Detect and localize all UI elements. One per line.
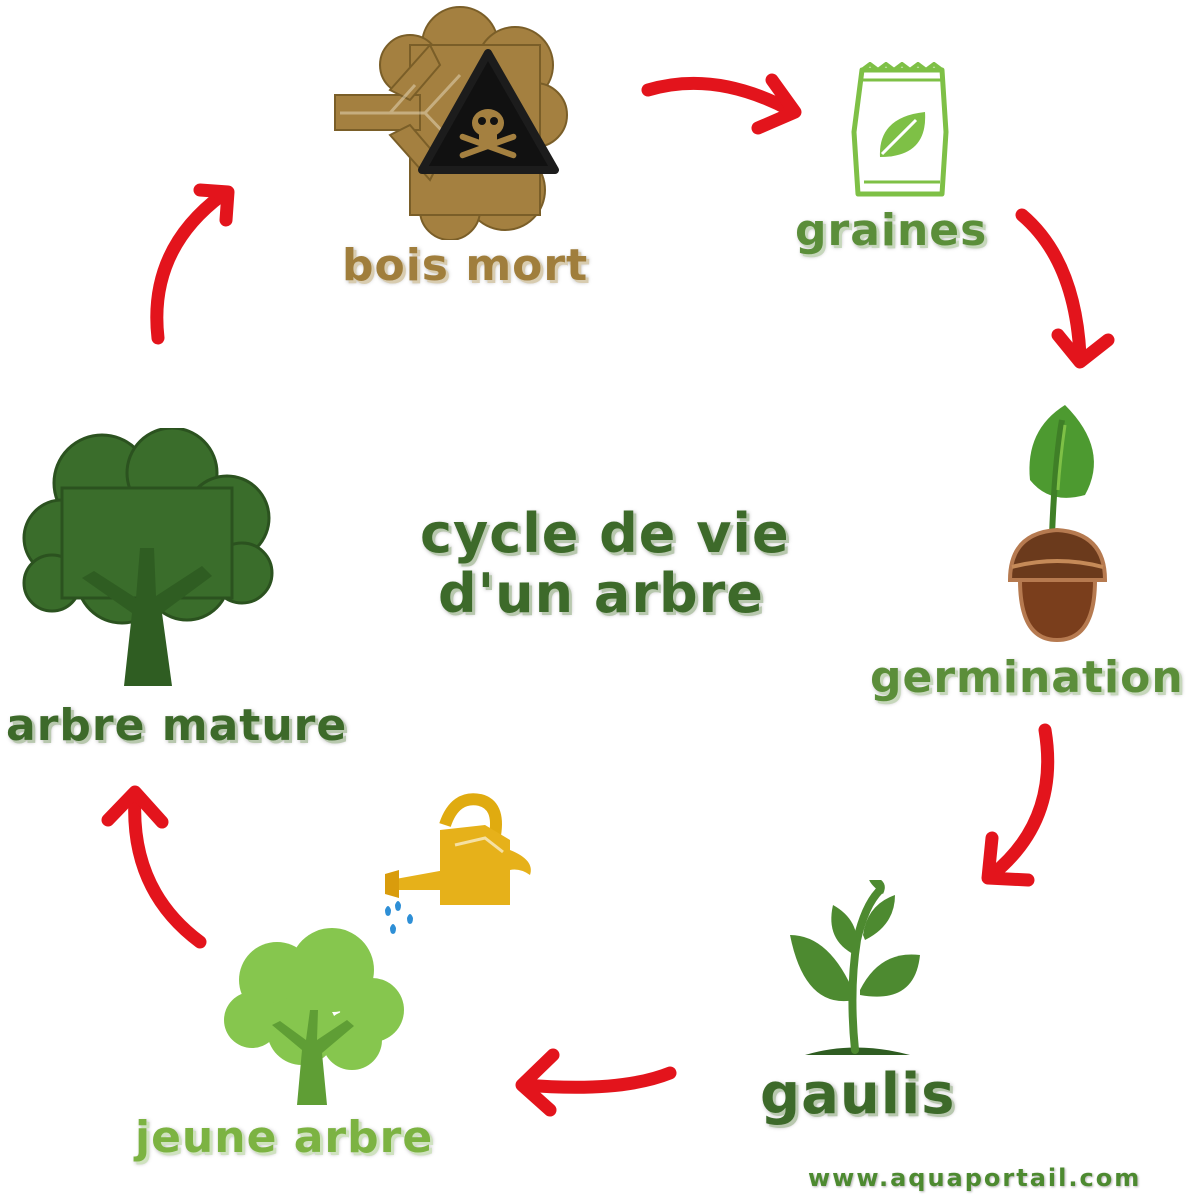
watermark: www.aquaportail.com [808, 1164, 1142, 1192]
label-mature-tree: arbre mature [6, 700, 348, 751]
watering-can-icon [385, 790, 535, 940]
arrow-seeds-to-germination [1015, 208, 1115, 369]
title-line-2: d'un arbre [438, 562, 764, 625]
seed-bag-icon [850, 61, 950, 202]
label-seeds: graines [795, 205, 988, 256]
mature-tree-icon [22, 426, 274, 690]
arrow-sapling-to-young-tree [515, 1048, 677, 1117]
label-dead-wood: bois mort [342, 240, 589, 291]
label-germination: germination [870, 652, 1184, 703]
title-line-1: cycle de vie [420, 502, 790, 565]
label-sapling: gaulis [760, 1062, 956, 1127]
arrow-young-tree-to-mature-tree [101, 785, 207, 949]
acorn-sprout-icon [1000, 405, 1115, 645]
arrow-deadwood-to-seeds [641, 73, 802, 135]
label-young-tree: jeune arbre [135, 1112, 434, 1163]
young-plant-icon [785, 875, 925, 1060]
dead-wood-warning-icon [330, 5, 580, 241]
arrow-germination-to-sapling [981, 723, 1055, 887]
young-tree-icon [222, 925, 407, 1110]
arrow-mature-tree-to-deadwood [150, 183, 235, 345]
